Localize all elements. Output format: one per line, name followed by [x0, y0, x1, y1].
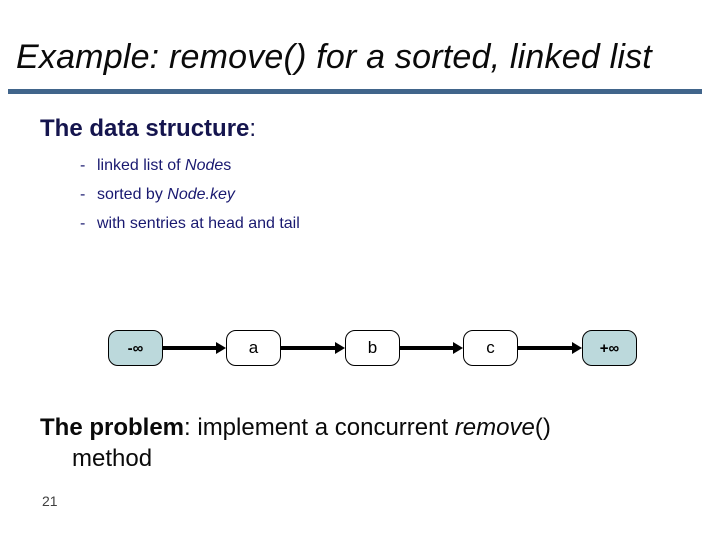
bullet-text: sorted by Node.key — [97, 186, 235, 203]
arrow-shaft — [400, 346, 453, 350]
data-structure-heading-text: The data structure — [40, 115, 250, 142]
data-structure-heading: The data structure: — [40, 115, 256, 143]
list-item: - with sentries at head and tail — [80, 214, 300, 233]
node-tail-sentinel: +∞ — [582, 330, 637, 366]
list-item: - linked list of Nodes — [80, 156, 300, 175]
bullet-dash: - — [80, 157, 86, 174]
bullet-dash: - — [80, 215, 86, 232]
arrow-shaft — [163, 346, 216, 350]
arrow-head — [216, 342, 226, 354]
data-structure-bullet-list: - linked list of Nodes - sorted by Node.… — [80, 156, 300, 243]
node-c: c — [463, 330, 518, 366]
arrow-head — [572, 342, 582, 354]
node-b: b — [345, 330, 400, 366]
problem-line2: method — [72, 445, 153, 472]
link-arrow-icon — [281, 340, 345, 356]
bullet-text: linked list of Nodes — [97, 157, 232, 174]
link-arrow-icon — [518, 340, 582, 356]
link-arrow-icon — [400, 340, 463, 356]
bullet-dash: - — [80, 186, 86, 203]
page-number: 21 — [42, 493, 58, 509]
slide-title: Example: remove() for a sorted, linked l… — [16, 38, 652, 76]
problem-line1: The problem: implement a concurrent remo… — [40, 414, 551, 441]
bullet-text: with sentries at head and tail — [97, 215, 300, 232]
arrow-shaft — [518, 346, 572, 350]
data-structure-heading-colon: : — [249, 115, 257, 142]
arrow-head — [453, 342, 463, 354]
problem-lead: The problem — [40, 414, 185, 441]
problem-statement: The problem: implement a concurrent remo… — [40, 412, 551, 474]
list-item: - sorted by Node.key — [80, 185, 300, 204]
arrow-shaft — [281, 346, 335, 350]
node-a: a — [226, 330, 281, 366]
arrow-head — [335, 342, 345, 354]
link-arrow-icon — [163, 340, 226, 356]
node-head-sentinel: -∞ — [108, 330, 163, 366]
title-divider-rule — [8, 89, 702, 94]
